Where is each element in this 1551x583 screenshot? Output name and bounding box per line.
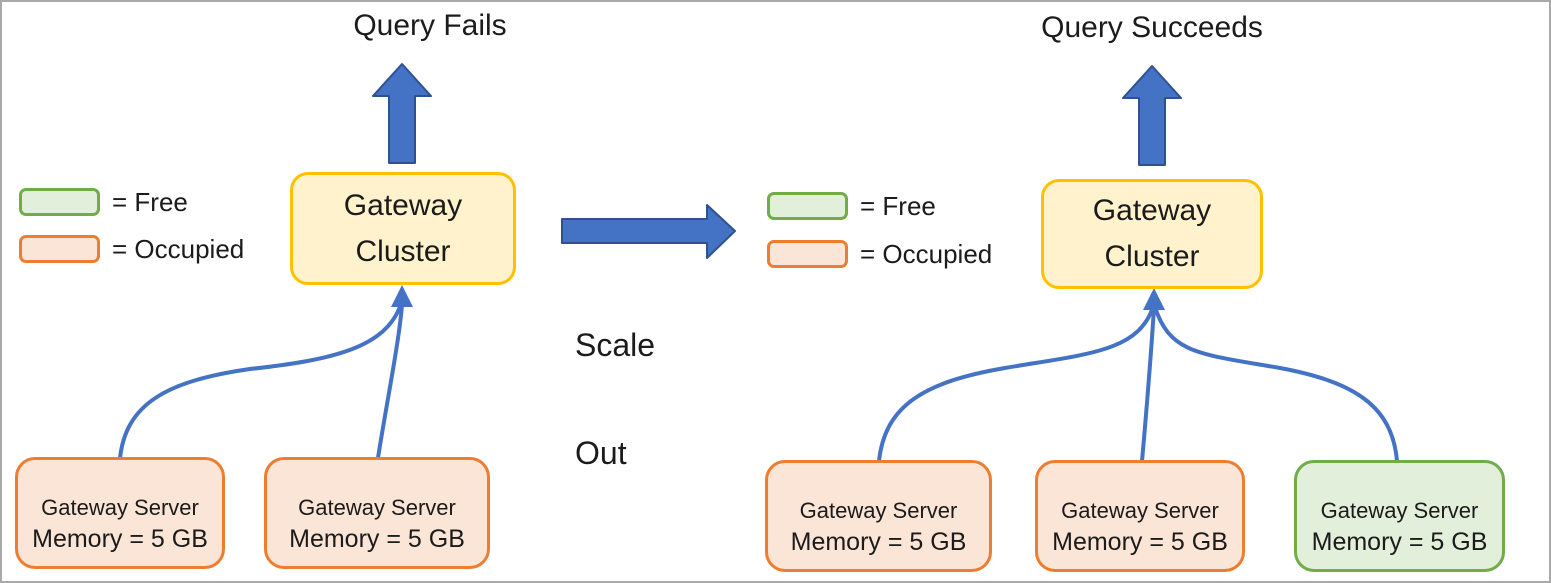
legend-occupied-swatch-left	[19, 235, 100, 263]
connector-left-server2-to-cluster	[376, 302, 404, 460]
right-title: Query Succeeds	[1041, 11, 1263, 44]
connector-arrowhead-icon-left	[391, 285, 413, 307]
cluster-label-line2: Cluster	[1104, 240, 1200, 273]
legend-free-swatch-right	[767, 192, 848, 220]
legend-free-label-right: = Free	[860, 191, 936, 221]
up-arrow-icon-right	[1122, 65, 1182, 166]
server-label-line2: Memory = 5 GB	[32, 525, 208, 553]
gateway-cluster-box-left: Gateway Cluster	[290, 172, 516, 285]
server-label-line1: Gateway Server	[298, 495, 456, 520]
connector-right-server2-to-cluster	[1140, 305, 1156, 463]
cluster-label-line2: Cluster	[355, 234, 451, 268]
server-label-line1: Gateway Server	[1061, 498, 1219, 523]
up-arrow-icon-left	[372, 63, 432, 164]
cluster-label-line1: Gateway	[1092, 194, 1212, 227]
connector-arrowhead-icon-right	[1143, 288, 1165, 310]
server-label-line2: Memory = 5 GB	[790, 528, 967, 556]
legend-free-label-left: = Free	[112, 187, 188, 217]
gateway-server-box-right-1: Gateway Server Memory = 5 GB	[765, 460, 992, 572]
server-label-line1: Gateway Server	[799, 498, 958, 523]
gateway-server-box-right-2: Gateway Server Memory = 5 GB	[1035, 460, 1245, 572]
legend-occupied-swatch-right	[767, 240, 848, 268]
server-label-line2: Memory = 5 GB	[289, 525, 465, 553]
cluster-label-line1: Gateway	[343, 188, 463, 222]
scale-out-label: Scale Out	[575, 264, 655, 480]
connector-left-server1-to-cluster	[118, 302, 403, 460]
connector-right-server1-to-cluster	[877, 305, 1155, 463]
gateway-server-box-left-2: Gateway Server Memory = 5 GB	[264, 457, 490, 569]
legend-free-swatch-left	[19, 188, 100, 216]
scale-out-arrow-icon	[561, 204, 736, 259]
gateway-server-box-left-1: Gateway Server Memory = 5 GB	[15, 457, 225, 569]
gateway-server-box-right-3: Gateway Server Memory = 5 GB	[1294, 460, 1505, 572]
server-label-line1: Gateway Server	[1320, 498, 1479, 523]
legend-occupied-label-left: = Occupied	[112, 234, 245, 264]
scale-out-label-line1: Scale	[575, 327, 656, 363]
server-label-line2: Memory = 5 GB	[1311, 528, 1488, 556]
legend-occupied-label-right: = Occupied	[860, 239, 993, 269]
connector-right-server3-to-cluster	[1153, 305, 1399, 463]
gateway-cluster-box-right: Gateway Cluster	[1041, 179, 1263, 289]
scale-out-label-line2: Out	[575, 435, 627, 471]
server-label-line1: Gateway Server	[41, 495, 199, 520]
left-title: Query Fails	[353, 9, 507, 42]
server-label-line2: Memory = 5 GB	[1052, 528, 1228, 556]
